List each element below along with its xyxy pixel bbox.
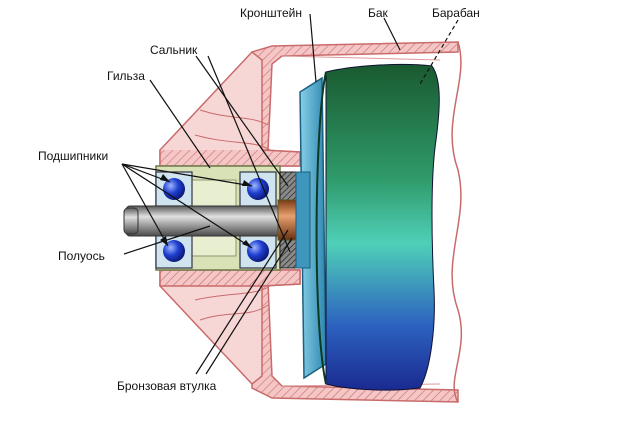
label-bracket: Кронштейн [240,6,302,20]
label-bearings: Подшипники [38,149,108,163]
bracket [295,76,327,380]
label-bronze-bushing: Бронзовая втулка [117,379,217,393]
bearing-ball [247,178,269,200]
label-sleeve: Гильза [107,69,145,83]
leader-lines [121,13,459,375]
bearing-ball [163,240,185,262]
label-half-axle: Полуось [58,249,105,263]
drum [315,63,440,391]
bearing-ball [163,178,185,200]
label-tank: Бак [368,6,389,20]
label-oil-seal: Сальник [150,43,198,57]
label-drum: Барабан [432,6,480,20]
bearings [155,171,277,269]
half-axle [123,205,289,237]
bearing-arrowheads [160,174,252,248]
bearing-ball [247,240,269,262]
